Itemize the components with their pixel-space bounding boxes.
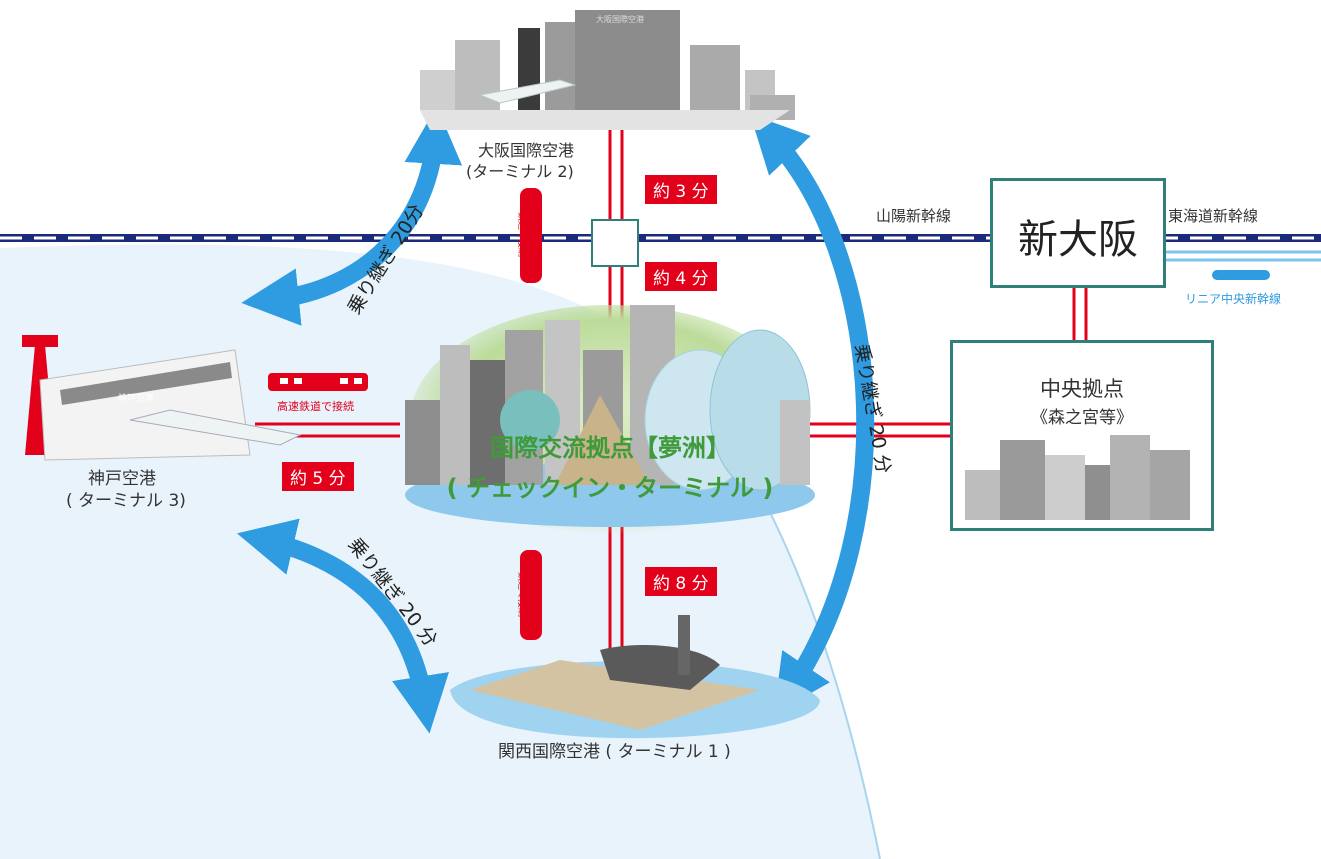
hub-title: 国際交流拠点【夢洲】: [490, 434, 730, 462]
north-rail-note: 鉄道で接続: [516, 211, 527, 258]
sanyo-line-label: 山陽新幹線: [876, 207, 952, 225]
crossing-station-box: [591, 219, 639, 267]
transfer-arrow-osaka-kansai: [750, 114, 875, 714]
time-crossing-to-hub: 約 4 分: [645, 262, 717, 291]
rail-central: [810, 285, 1088, 438]
shin-osaka-box: 新大阪: [990, 178, 1166, 288]
linear-line: [1165, 250, 1321, 262]
osaka-building-sign: 大阪国際空港: [596, 15, 644, 24]
central-hub-sub-label: 《森之宮等》: [1031, 408, 1133, 428]
kansai-airport-illustration: [450, 615, 820, 739]
kobe-airport-illustration: [22, 335, 302, 461]
central-hub-label: 中央拠点: [1040, 377, 1124, 401]
kobe-airport-terminal: ( ターミナル 3): [66, 491, 186, 511]
time-osaka-to-crossing: 約 3 分: [645, 175, 717, 204]
north-rail-train: [520, 188, 542, 283]
hub-subtitle: ( チェックイン・ターミナル ): [446, 474, 774, 502]
transfer-arrow-kobe-kansai: [236, 518, 449, 734]
kansai-airport-name: 関西国際空港 ( ターミナル 1 ): [498, 742, 731, 762]
time-hub-to-kansai: 約 8 分: [645, 567, 717, 596]
time-kobe-to-hub: 約 5 分: [282, 462, 354, 491]
linear-train-icon: [1212, 270, 1270, 280]
shin-osaka-label: 新大阪: [1018, 217, 1138, 263]
south-rail-train: [520, 550, 542, 640]
kobe-building-sign: 神戸空港: [118, 394, 155, 404]
central-hub-city: [965, 435, 1190, 520]
linear-line-label: リニア中央新幹線: [1185, 292, 1282, 306]
osaka-airport-buildings: [420, 10, 795, 130]
kobe-rail-note: 高速鉄道で接続: [277, 400, 354, 413]
osaka-airport-terminal: (ターミナル 2): [466, 162, 574, 181]
kobe-airport-name: 神戸空港: [88, 469, 156, 489]
south-rail-note: 鉄道で接続: [516, 571, 527, 618]
hub-city-buildings: [405, 305, 811, 491]
central-hub-box: 中央拠点 《森之宮等》: [950, 340, 1214, 531]
osaka-airport-name: 大阪国際空港: [478, 141, 575, 160]
transfer-arrow-osaka-kobe: [241, 106, 463, 326]
tokaido-line-label: 東海道新幹線: [1168, 207, 1259, 225]
kobe-rail-train: [268, 373, 368, 391]
